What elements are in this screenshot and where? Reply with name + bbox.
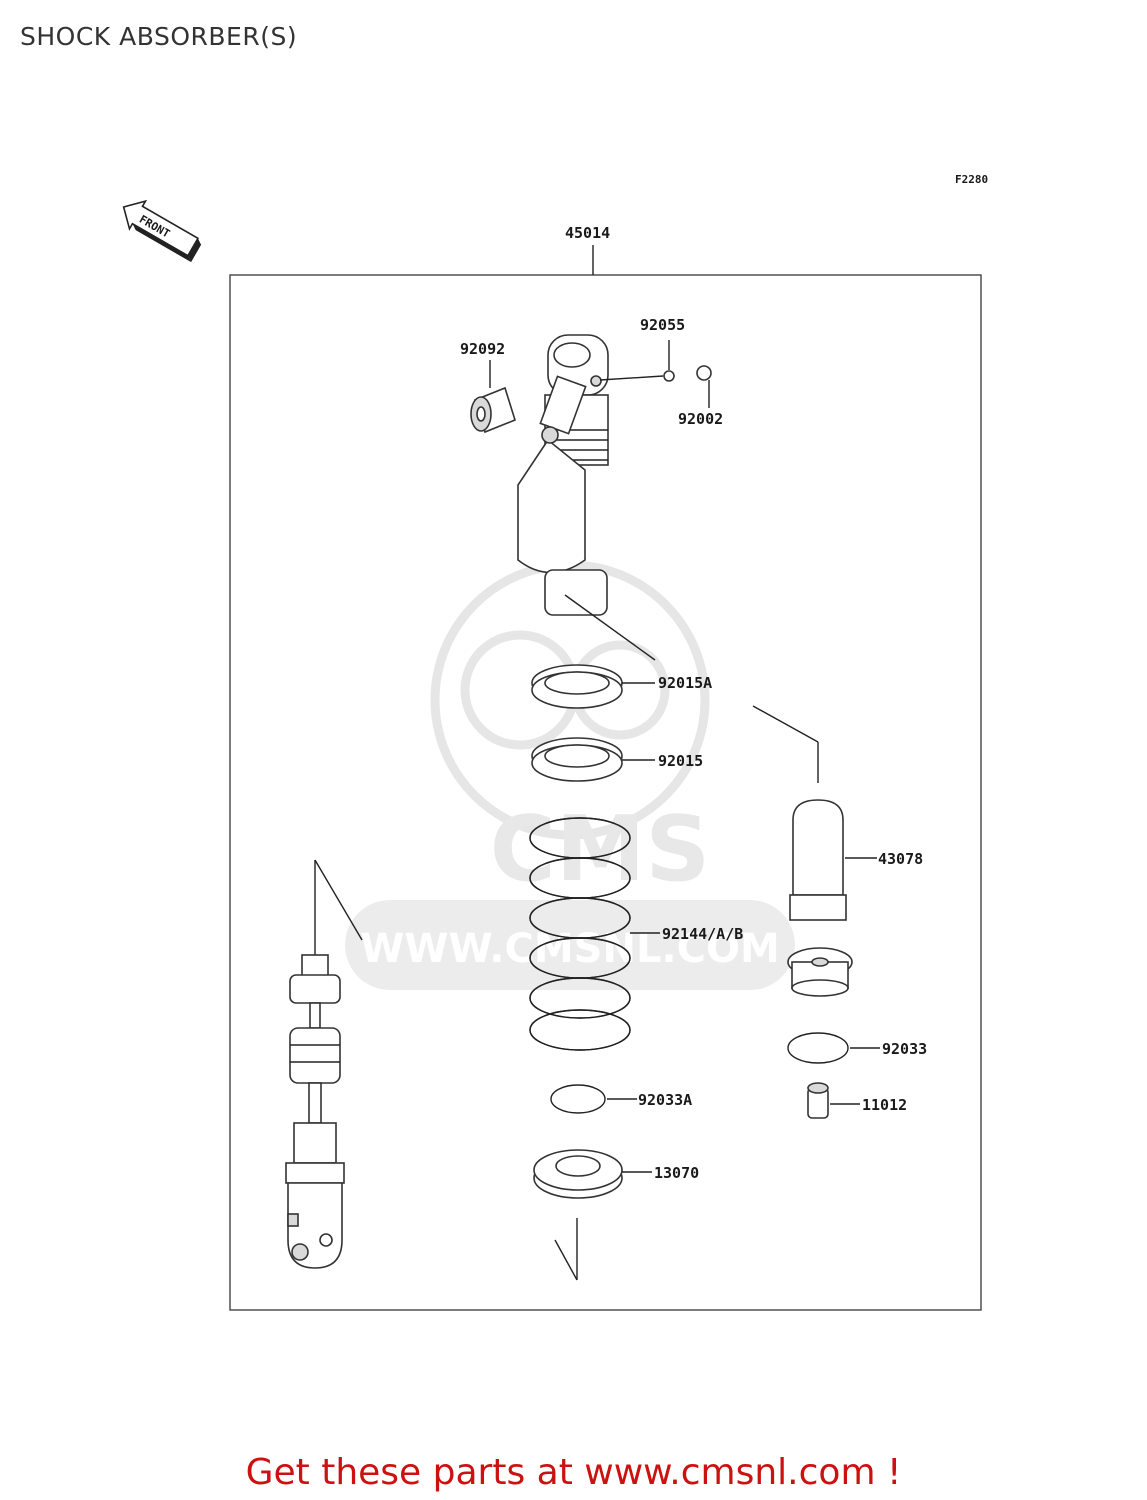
part-92033A-circlip: 92033A [550,1084,692,1114]
front-arrow-icon: FRONT [122,199,202,263]
exploded-parts-diagram: CMS WWW.CMSNL.COM F2280 FRONT 45014 9209… [122,173,988,1311]
watermark-url: WWW.CMSNL.COM [360,926,780,972]
part-92144-spring: 92144/A/B [529,817,743,1051]
part-label-43078: 43078 [878,850,923,868]
figure-code: F2280 [955,173,988,186]
part-92015A-locknut: 92015A [531,664,712,709]
part-92015-locknut: 92015 [531,737,703,782]
page-title: SHOCK ABSORBER(S) [20,22,298,51]
part-label-92033A: 92033A [638,1091,692,1109]
part-label-92092: 92092 [460,340,505,358]
part-label-92002: 92002 [678,410,723,428]
watermark: CMS WWW.CMSNL.COM [345,560,795,990]
part-43078-cap: 43078 [752,705,923,997]
part-92033-circlip: 92033 [787,1032,927,1064]
part-label-92144: 92144/A/B [662,925,743,943]
part-92092-bushing: 92092 [460,340,516,434]
part-label-92033: 92033 [882,1040,927,1058]
assembly-frame: 45014 [229,224,982,1311]
part-label-92055: 92055 [640,316,685,334]
promo-link[interactable]: Get these parts at www.cmsnl.com ! [245,1452,902,1493]
part-13070-spring-seat: 13070 [533,1149,699,1281]
part-11012-cap: 11012 [807,1082,907,1119]
assembly-number-label: 45014 [565,224,610,242]
part-label-92015A: 92015A [658,674,712,692]
part-92055-oring: 92055 [599,316,685,382]
watermark-brand: CMS [490,797,710,902]
part-label-92015: 92015 [658,752,703,770]
part-label-11012: 11012 [862,1096,907,1114]
shock-body [517,334,609,616]
damper-rod-assembly [285,859,363,1269]
part-92002-screw: 92002 [678,365,723,428]
part-label-13070: 13070 [654,1164,699,1182]
